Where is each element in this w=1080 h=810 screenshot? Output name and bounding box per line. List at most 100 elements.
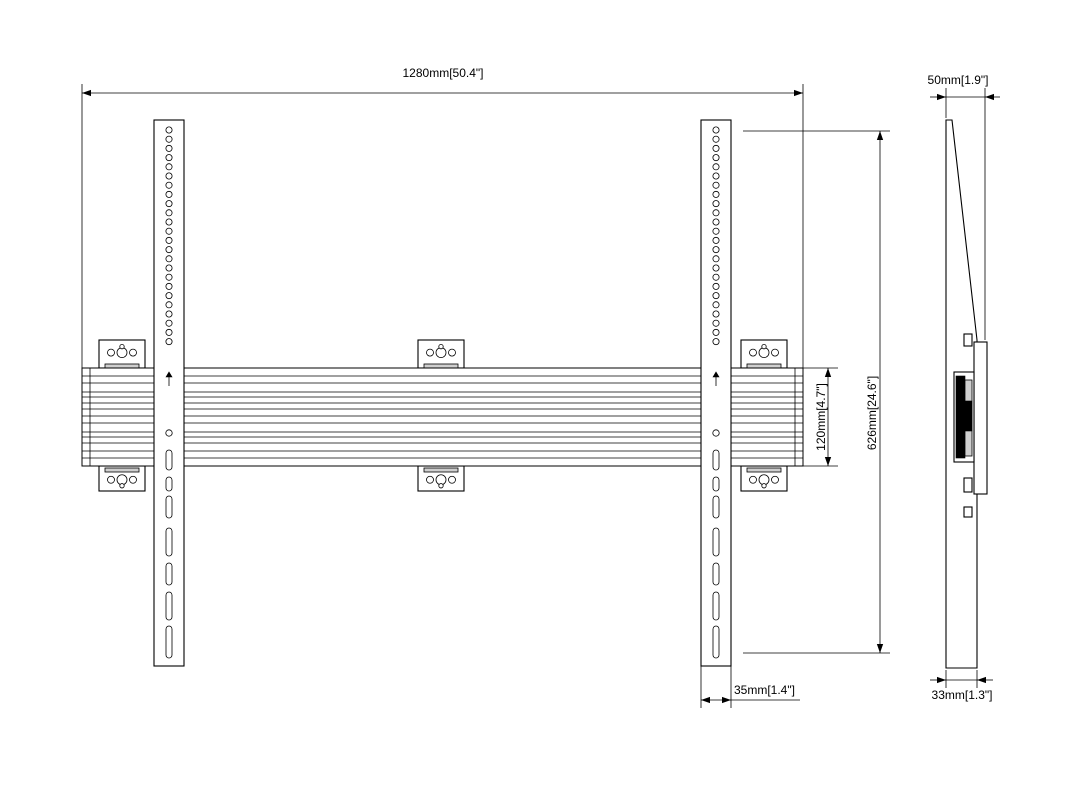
wall-brackets [98, 339, 788, 492]
arm-slot [165, 495, 173, 519]
arm-slot [712, 591, 720, 621]
arm-slot [165, 591, 173, 621]
arm-hole [165, 429, 173, 437]
arm-width-dimension: 35mm[1.4"] [700, 664, 800, 708]
vertical-arm-left [153, 119, 185, 667]
wall-bracket-tab [417, 465, 465, 492]
depth-dimension: 50mm[1.9"] [928, 73, 1000, 340]
arm-hole [165, 255, 173, 263]
arm-hole [712, 227, 720, 235]
rail-height-dimension: 120mm[4.7"] [803, 367, 838, 467]
arm-hole [712, 154, 720, 162]
bracket-shading [104, 363, 140, 369]
up-arrow-head-icon [712, 371, 720, 378]
arm-hole [165, 163, 173, 171]
min-depth-dimension: 33mm[1.3"] [930, 670, 993, 702]
arm-hole [165, 310, 173, 318]
overall-height-label: 626mm[24.6"] [865, 376, 879, 450]
arm-hole [712, 209, 720, 217]
arm-slot [712, 476, 720, 492]
bracket-hole [119, 483, 125, 489]
arm-hole [712, 190, 720, 198]
arm-slot [165, 527, 173, 557]
arm-hole [165, 181, 173, 189]
arm-hole [712, 319, 720, 327]
arm-hole [165, 200, 173, 208]
bracket-hole [448, 348, 456, 357]
overall-width-label: 1280mm[50.4"] [403, 66, 484, 80]
bracket-hole [438, 483, 444, 489]
side-view: 50mm[1.9"] 33mm[1.3"] [928, 73, 1000, 702]
arm-hole [165, 292, 173, 300]
arm-slot [165, 476, 173, 492]
min-depth-label: 33mm[1.3"] [932, 688, 993, 702]
front-view: 1280mm[50.4"] 626mm[24.6"] 120mm[4.7"] [81, 66, 890, 708]
arm-hole [165, 144, 173, 152]
arm-hole [165, 154, 173, 162]
arm-hole [712, 301, 720, 309]
arm-hole [165, 319, 173, 327]
arm-slot [165, 449, 173, 471]
arm-hole [712, 218, 720, 226]
bracket-hole [107, 348, 115, 357]
arm-hole [165, 264, 173, 272]
wall-bracket-tab [98, 465, 146, 492]
overall-width-dimension: 1280mm[50.4"] [81, 66, 804, 370]
wall-bracket-tab [740, 465, 788, 492]
arm-width-label: 35mm[1.4"] [734, 683, 795, 697]
bracket-hole [129, 348, 137, 357]
arm-hole [712, 236, 720, 244]
horizontal-rail [81, 367, 804, 467]
bracket-shading [423, 363, 459, 369]
arm-hole [712, 135, 720, 143]
wall-bracket-tab [98, 339, 146, 369]
arm-slot [712, 625, 720, 659]
bracket-hole [426, 475, 434, 484]
arm-hole [712, 310, 720, 318]
arm-hole [712, 144, 720, 152]
arm-hole [712, 429, 720, 437]
bracket-hole [771, 348, 779, 357]
arm-hole [712, 328, 720, 336]
arm-hole [712, 181, 720, 189]
vertical-arm-right [700, 119, 732, 667]
arm-hole [165, 126, 173, 134]
arm-hole [165, 328, 173, 336]
bracket-hole [749, 348, 757, 357]
arm-slot [712, 449, 720, 471]
arm-hole [712, 246, 720, 254]
arm-hole [712, 172, 720, 180]
overall-height-dimension: 626mm[24.6"] [743, 130, 890, 654]
bracket-hole [448, 475, 456, 484]
arm-slot [712, 562, 720, 586]
arm-hole [165, 246, 173, 254]
bracket-hole [749, 475, 757, 484]
bracket-shading [104, 467, 140, 473]
arm-hole [165, 338, 173, 346]
arm-hole [165, 273, 173, 281]
bracket-hole [107, 475, 115, 484]
bracket-hole [129, 475, 137, 484]
arm-hole [165, 135, 173, 143]
bracket-shading [423, 467, 459, 473]
arm-hole [165, 209, 173, 217]
arm-hole [712, 126, 720, 134]
arm-hole [165, 190, 173, 198]
arm-hole [712, 282, 720, 290]
arm-hole [165, 227, 173, 235]
arm-hole [165, 282, 173, 290]
bracket-shading [746, 467, 782, 473]
bracket-hole [761, 343, 767, 350]
side-rail-profile [953, 333, 988, 518]
bracket-hole [771, 475, 779, 484]
wall-bracket-tab [417, 339, 465, 369]
bracket-hole [426, 348, 434, 357]
arm-hole [712, 200, 720, 208]
arm-slot [712, 527, 720, 557]
arm-hole [165, 172, 173, 180]
arm-hole [712, 338, 720, 346]
bracket-hole [761, 483, 767, 489]
arm-slot [165, 562, 173, 586]
arm-hole [165, 218, 173, 226]
